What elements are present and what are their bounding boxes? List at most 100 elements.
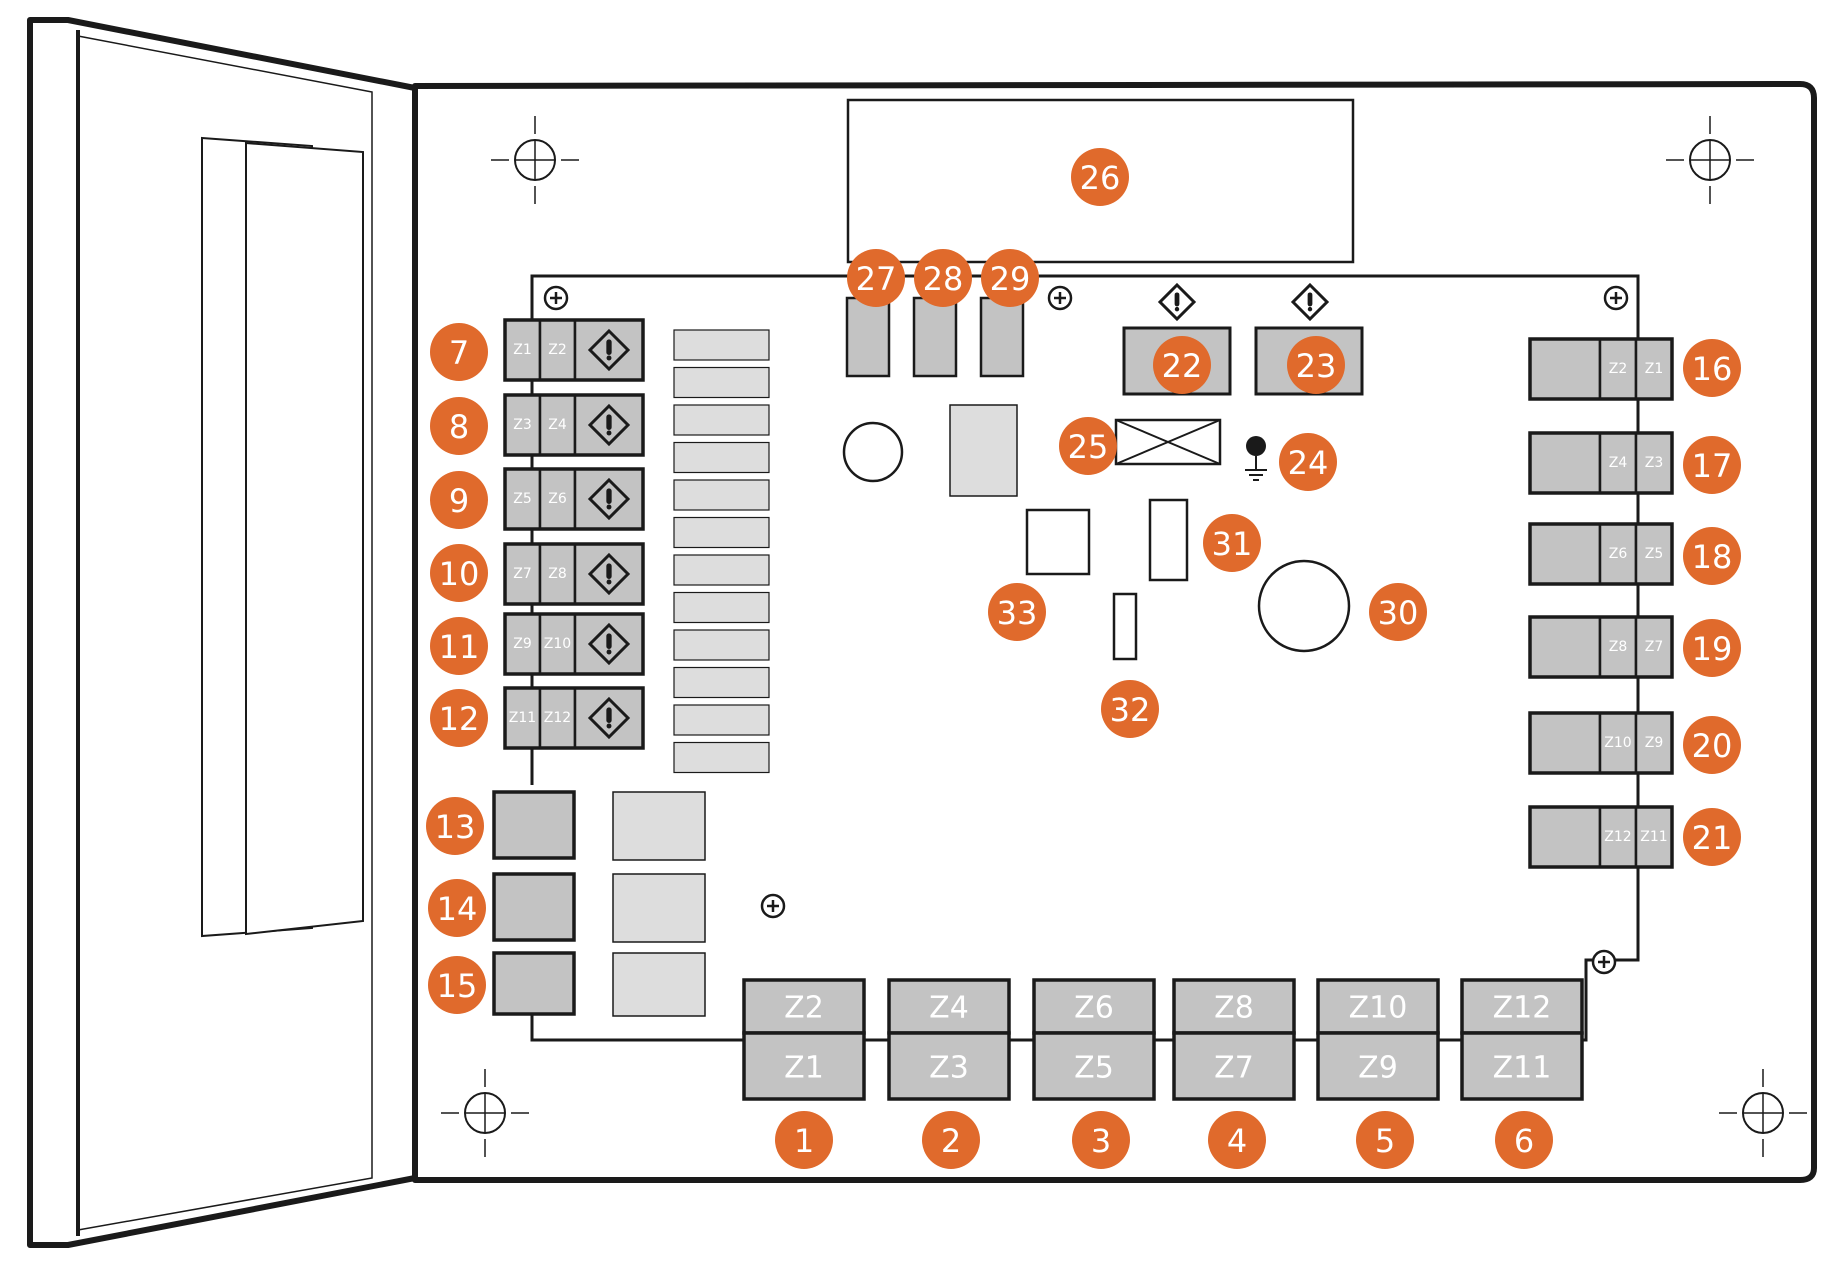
- callout-6: 6: [1495, 1111, 1553, 1169]
- callout-number: 31: [1212, 525, 1253, 563]
- callout-number: 1: [794, 1122, 814, 1160]
- terminal-cell-bottom: [887, 1031, 1011, 1101]
- fuse-27: [845, 296, 891, 378]
- callout-11: 11: [430, 617, 488, 675]
- callout-30: 30: [1369, 583, 1427, 641]
- callout-25: 25: [1059, 417, 1117, 475]
- callout-28: 28: [914, 249, 972, 307]
- callout-number: 5: [1375, 1122, 1395, 1160]
- callout-badge: [1683, 339, 1741, 397]
- callout-number: 7: [449, 334, 469, 372]
- zone-label: Z10: [544, 636, 571, 652]
- mounting-hole-crosshair-icon: [491, 116, 579, 204]
- callout-badge: [922, 1111, 980, 1169]
- component-32: [1112, 592, 1138, 661]
- zone-label: Z12: [544, 710, 571, 726]
- terminal-cell-bottom: [742, 1031, 866, 1101]
- callout-9: 9: [430, 471, 488, 529]
- terminal-frame: [1528, 337, 1674, 401]
- callout-badge: [1153, 336, 1211, 394]
- terminal-frame: [503, 542, 645, 606]
- callout-badge: [430, 689, 488, 747]
- terminal-cell: [1528, 805, 1602, 869]
- block-component: [612, 791, 706, 861]
- callout-number: 11: [439, 628, 480, 666]
- terminal-cell-bottom: [1460, 1031, 1584, 1101]
- terminal-frame: [503, 467, 645, 531]
- callout-number: 2: [941, 1122, 961, 1160]
- zone-label: Z8: [1609, 639, 1628, 655]
- zone-label: Z6: [1609, 546, 1628, 562]
- callout-3: 3: [1072, 1111, 1130, 1169]
- zone-label: Z4: [1609, 455, 1628, 471]
- warning-diamond-icon: [587, 477, 631, 521]
- led-indicator: [673, 666, 770, 699]
- warning-dot: [606, 430, 612, 436]
- zone-label: Z2: [784, 991, 824, 1026]
- terminal-cell: [538, 686, 577, 750]
- callout-badge: [847, 249, 905, 307]
- callout-17: 17: [1683, 436, 1741, 494]
- terminal-cell: [1528, 711, 1602, 775]
- callout-badge: [430, 471, 488, 529]
- warning-diamond-icon: [587, 622, 631, 666]
- warning-diamond-icon: [587, 403, 631, 447]
- callout-number: 13: [435, 808, 476, 846]
- zone-label: Z11: [1493, 1051, 1552, 1086]
- callout-21: 21: [1683, 808, 1741, 866]
- block-terminal-15: [492, 951, 576, 1016]
- block-component: [612, 873, 706, 943]
- zone-label: Z1: [1645, 361, 1664, 377]
- callout-badge: [1683, 436, 1741, 494]
- terminal-frame: [503, 686, 645, 750]
- fuse-cross-b: [1115, 419, 1221, 465]
- terminal-cell-top: [887, 978, 1011, 1035]
- led-strip: [673, 329, 770, 774]
- zone-label: Z3: [1645, 455, 1664, 471]
- callout-number: 4: [1227, 1122, 1247, 1160]
- led-indicator: [673, 404, 770, 436]
- terminal-cell: [1528, 337, 1602, 401]
- callout-badge: [775, 1111, 833, 1169]
- callout-18: 18: [1683, 527, 1741, 585]
- left-blocks: [492, 790, 706, 1017]
- led-indicator: [673, 441, 770, 474]
- led-indicator: [673, 704, 770, 736]
- earth-dot: [1246, 436, 1266, 456]
- zone-label: Z1: [784, 1051, 824, 1086]
- callout-badge: [430, 617, 488, 675]
- zone-label: Z6: [1074, 991, 1114, 1026]
- callout-number: 18: [1692, 538, 1733, 576]
- fuse-28: [912, 296, 958, 378]
- mounting-hole-crosshair-icon: [441, 1069, 529, 1157]
- callout-number: 6: [1514, 1122, 1534, 1160]
- callout-badge: [1683, 808, 1741, 866]
- screw-hole-icon: [760, 893, 786, 919]
- callout-number: 20: [1692, 727, 1733, 765]
- callout-16: 16: [1683, 339, 1741, 397]
- zone-label: Z12: [1604, 829, 1631, 845]
- callout-7: 7: [430, 323, 488, 381]
- led-indicator: [673, 741, 770, 774]
- terminal-frame: [503, 612, 645, 676]
- warning-diamond-icon: [587, 328, 631, 372]
- callout-number: 3: [1091, 1122, 1111, 1160]
- mounting-holes: [441, 116, 1807, 1157]
- component-33: [1025, 508, 1091, 576]
- callout-badge: [1356, 1111, 1414, 1169]
- callout-number: 27: [856, 260, 897, 298]
- led-indicator: [673, 591, 770, 624]
- terminal-cell: [538, 318, 577, 382]
- mounting-hole-crosshair-icon: [1666, 116, 1754, 204]
- warning-dot: [1307, 306, 1313, 312]
